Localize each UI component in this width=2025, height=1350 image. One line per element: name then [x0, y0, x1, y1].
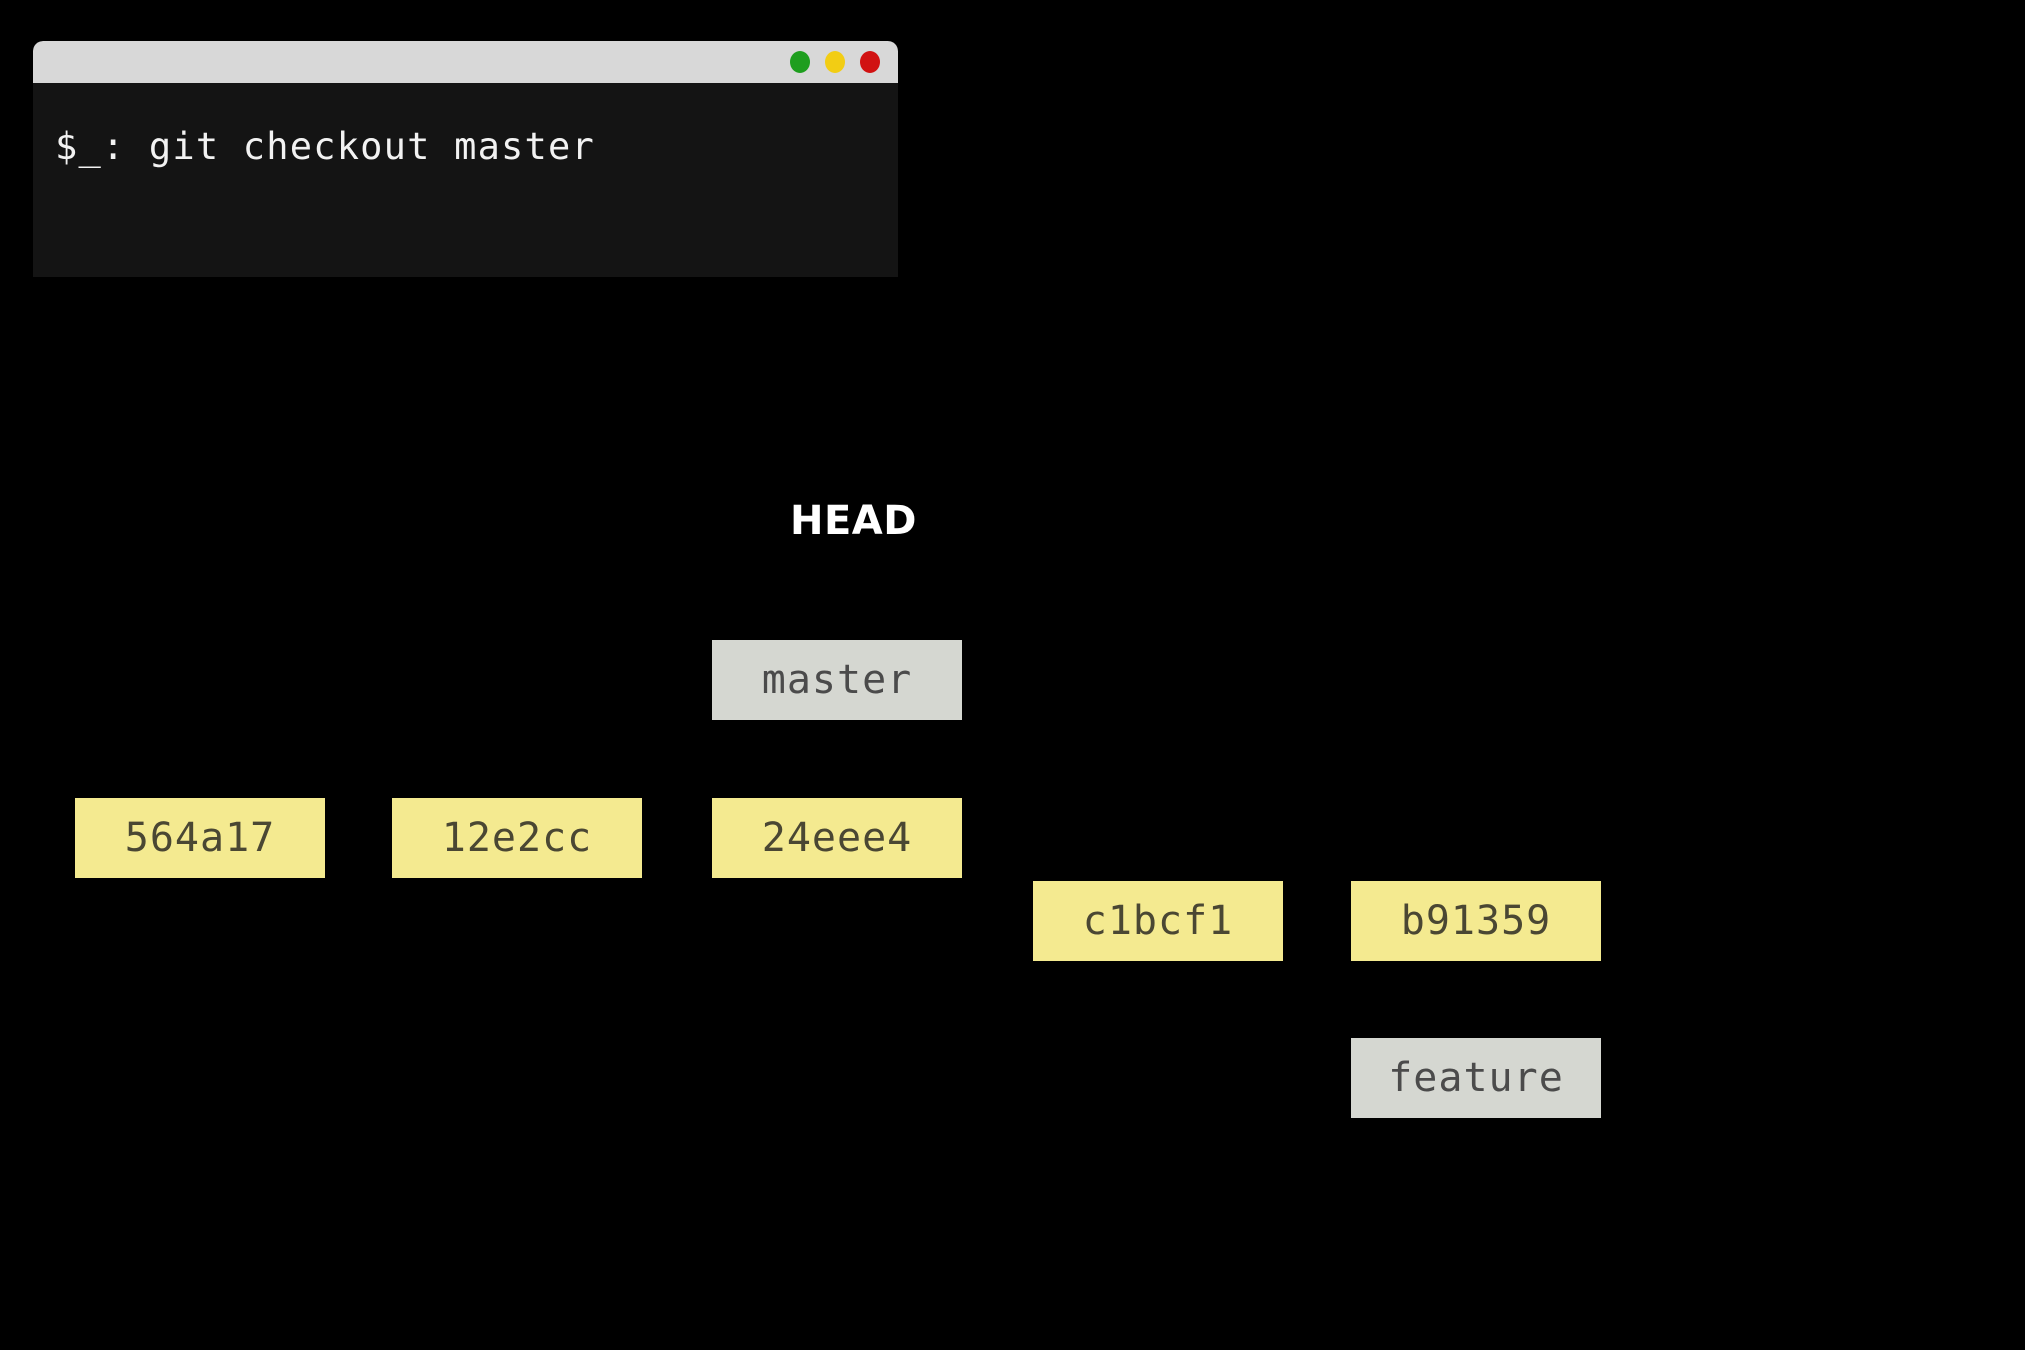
commit-node-564a17[interactable]: 564a17 [75, 798, 325, 878]
commit-hash-label: 24eee4 [761, 815, 913, 861]
commit-node-b91359[interactable]: b91359 [1351, 881, 1601, 961]
terminal-body[interactable]: $_: git checkout master [33, 83, 898, 277]
minimize-button[interactable] [790, 51, 810, 73]
commit-hash-label: b91359 [1400, 898, 1552, 944]
ref-name-label: feature [1388, 1055, 1564, 1101]
commit-hash-label: 12e2cc [441, 815, 593, 861]
commit-hash-label: 564a17 [124, 815, 276, 861]
terminal-window[interactable]: $_: git checkout master [33, 41, 898, 277]
window-controls [790, 51, 880, 73]
ref-node-master[interactable]: master [712, 640, 962, 720]
commit-node-12e2cc[interactable]: 12e2cc [392, 798, 642, 878]
commit-hash-label: c1bcf1 [1082, 898, 1234, 944]
ref-node-feature[interactable]: feature [1351, 1038, 1601, 1118]
close-button[interactable] [860, 51, 880, 73]
terminal-titlebar[interactable] [33, 41, 898, 83]
commit-node-c1bcf1[interactable]: c1bcf1 [1033, 881, 1283, 961]
ref-name-label: master [761, 657, 913, 703]
head-pointer-label: HEAD [790, 498, 917, 544]
commit-node-24eee4[interactable]: 24eee4 [712, 798, 962, 878]
terminal-command-line: $_: git checkout master [55, 125, 595, 168]
maximize-button[interactable] [825, 51, 845, 73]
